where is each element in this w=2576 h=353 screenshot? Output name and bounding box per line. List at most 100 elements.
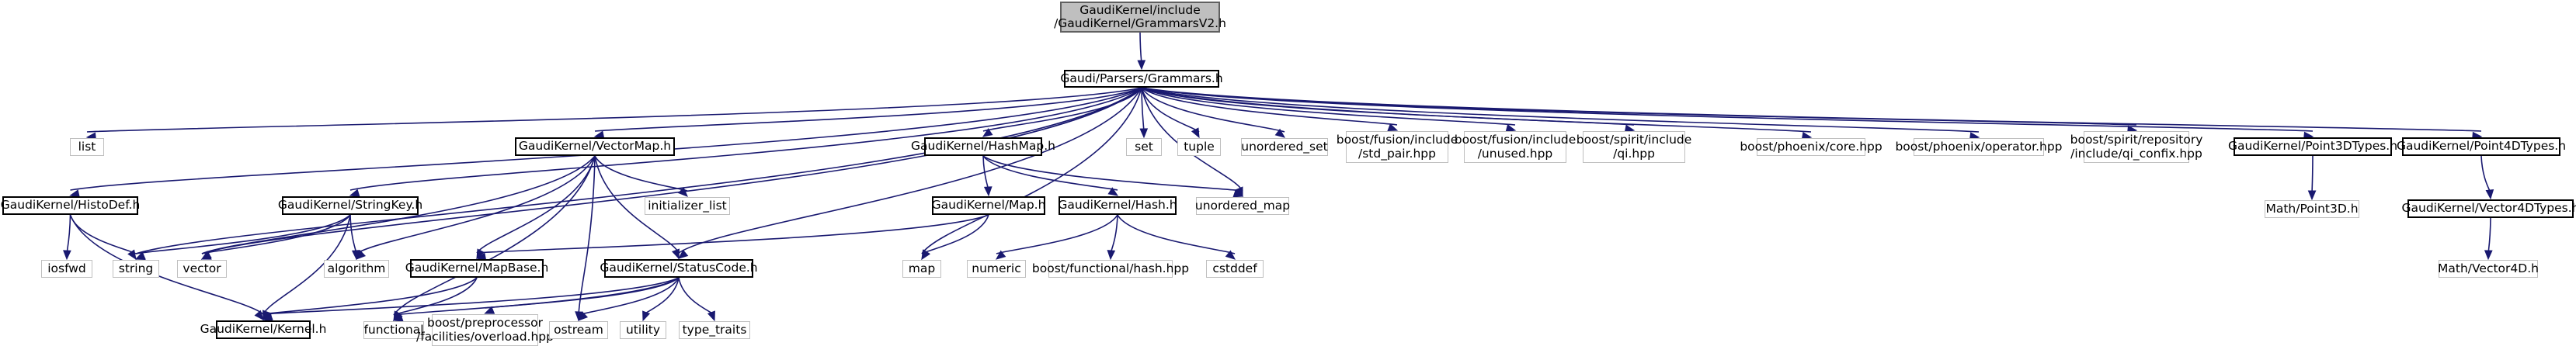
graph-node-list[interactable]: list (70, 138, 104, 156)
graph-edge-arrowhead (921, 249, 930, 261)
graph-edge (356, 155, 596, 254)
graph-edge (921, 87, 1142, 254)
graph-node-hashmap[interactable]: GaudiKernel/HashMap.h (911, 137, 1055, 156)
graph-edge-arrowhead (1387, 123, 1399, 132)
graph-node-numeric[interactable]: numeric (967, 260, 1026, 278)
graph-node-vectormap[interactable]: GaudiKernel/VectorMap.h (515, 137, 675, 156)
graph-node-gmap[interactable]: GaudiKernel/Map.h (932, 196, 1045, 215)
graph-node-tuple[interactable]: tuple (1177, 138, 1221, 156)
graph-node-initlist[interactable]: initializer_list (645, 197, 730, 215)
graph-edge (69, 214, 264, 315)
graph-edge-arrowhead (63, 250, 71, 261)
graph-node-algorithm[interactable]: algorithm (324, 260, 389, 278)
graph-node-qi_confix[interactable]: boost/spirit/repository /include/qi_conf… (2070, 131, 2202, 163)
graph-edge (996, 214, 1118, 254)
graph-edge-arrowhead (1139, 128, 1149, 139)
graph-edge-arrowhead (254, 310, 264, 320)
graph-edge-arrowhead (707, 310, 715, 322)
graph-node-iosfwd[interactable]: iosfwd (41, 260, 92, 278)
graph-edge (594, 87, 1142, 132)
graph-edge-arrowhead (1107, 187, 1119, 196)
graph-node-histodef[interactable]: GaudiKernel/HistoDef.h (1, 196, 140, 215)
graph-node-mpoint3d[interactable]: Math/Point3D.h (2265, 200, 2359, 218)
graph-node-vector[interactable]: vector (177, 260, 227, 278)
graph-edge (2480, 155, 2491, 194)
graph-edge-arrowhead (642, 310, 651, 322)
graph-edge-arrowhead (134, 251, 146, 260)
graph-node-mvector4d[interactable]: Math/Vector4D.h (2438, 260, 2539, 278)
graph-node-p3dtypes[interactable]: GaudiKernel/Point3DTypes.h (2228, 137, 2397, 156)
graph-edge (86, 87, 1142, 133)
graph-edge-arrowhead (995, 250, 1006, 260)
graph-edge-arrowhead (1232, 189, 1244, 198)
graph-node-unordmap[interactable]: unordered_map (1195, 197, 1290, 215)
graph-node-unordset[interactable]: unordered_set (1241, 138, 1328, 156)
graph-edge (2487, 217, 2491, 254)
graph-edge (578, 277, 680, 316)
graph-node-mapbase[interactable]: GaudiKernel/MapBase.h (405, 259, 548, 278)
graph-edge (262, 214, 351, 315)
graph-edge (921, 214, 989, 254)
graph-node-grammars[interactable]: Gaudi/Parsers/Grammars.h (1060, 70, 1223, 88)
graph-node-ghash[interactable]: GaudiKernel/Hash.h (1058, 196, 1177, 215)
graph-edge (594, 155, 688, 192)
graph-edge-arrowhead (982, 128, 993, 137)
graph-edge-arrowhead (1191, 127, 1200, 139)
graph-edge (594, 155, 680, 254)
graph-node-v4dtypes[interactable]: GaudiKernel/Vector4DTypes.h (2402, 199, 2576, 218)
graph-edge-arrowhead (351, 250, 360, 261)
graph-edge-arrowhead (349, 189, 360, 197)
graph-edge (201, 214, 351, 254)
graph-node-kernel[interactable]: GaudiKernel/Kernel.h (200, 320, 326, 339)
graph-edge (349, 87, 1142, 191)
graph-edge (1141, 87, 1398, 126)
graph-edge-arrowhead (983, 186, 993, 197)
graph-edge-arrowhead (476, 248, 485, 260)
graph-edge (135, 87, 1142, 254)
graph-edge (1141, 87, 1812, 133)
graph-edge (1141, 87, 1980, 133)
graph-node-phx_oper[interactable]: boost/phoenix/operator.hpp (1895, 138, 2063, 156)
graph-edge (1141, 87, 2482, 132)
graph-edge (393, 155, 596, 316)
graph-edge-arrowhead (677, 249, 689, 259)
graph-edge (135, 214, 351, 254)
graph-edge-arrowhead (2484, 250, 2493, 261)
graph-node-map[interactable]: map (902, 260, 941, 278)
graph-edge-arrowhead (127, 249, 137, 261)
graph-node-fus_pair[interactable]: boost/fusion/include /std_pair.hpp (1337, 131, 1458, 163)
graph-node-p4dtypes[interactable]: GaudiKernel/Point4DTypes.h (2397, 137, 2566, 156)
graph-node-spirit_qi[interactable]: boost/spirit/include /qi.hpp (1577, 131, 1691, 163)
graph-node-functional[interactable]: functional (363, 321, 424, 339)
graph-edge-arrowhead (1107, 250, 1116, 261)
graph-node-typetraits[interactable]: type_traits (679, 321, 750, 339)
graph-edge-arrowhead (484, 306, 495, 314)
graph-edge (1141, 87, 1516, 126)
graph-node-bfhash[interactable]: boost/functional/hash.hpp (1032, 260, 1189, 278)
graph-node-set[interactable]: set (1126, 138, 1162, 156)
graph-node-utility[interactable]: utility (620, 321, 666, 339)
graph-edge-arrowhead (2307, 190, 2317, 201)
graph-edge (982, 155, 1118, 191)
graph-node-preproc[interactable]: boost/preprocessor /facilities/overload.… (416, 314, 554, 346)
graph-edge (485, 277, 680, 309)
graph-node-phx_core[interactable]: boost/phoenix/core.hpp (1740, 138, 1882, 156)
graph-edge (678, 277, 715, 316)
graph-edge (678, 87, 1142, 254)
graph-edge-arrowhead (1225, 250, 1236, 260)
graph-edge (476, 155, 596, 254)
graph-node-ostream[interactable]: ostream (549, 321, 608, 339)
graph-edge (1117, 214, 1236, 254)
graph-node-cstddef[interactable]: cstddef (1206, 260, 1264, 278)
graph-node-stringkey[interactable]: GaudiKernel/StringKey.h (278, 196, 422, 215)
graph-node-string[interactable]: string (113, 260, 159, 278)
graph-node-statuscode[interactable]: GaudiKernel/StatusCode.h (600, 259, 758, 278)
graph-node-root[interactable]: GaudiKernel/include /GaudiKernel/Grammar… (1054, 2, 1226, 33)
graph-edge (349, 214, 357, 254)
graph-edge (1141, 87, 1285, 133)
graph-edge-arrowhead (200, 251, 212, 260)
graph-edge (201, 87, 1142, 254)
graph-node-fus_unused[interactable]: boost/fusion/include /unused.hpp (1455, 131, 1576, 163)
